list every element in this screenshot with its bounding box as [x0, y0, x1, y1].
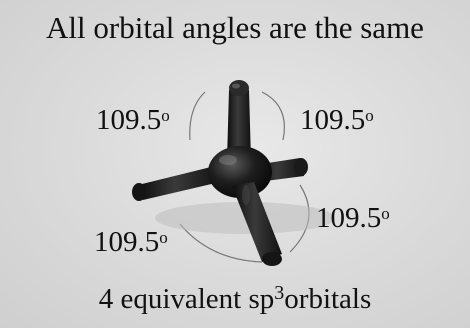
- arc-top-left: [189, 91, 206, 141]
- arm-bottom: [232, 182, 282, 266]
- page-heading: All orbital angles are the same: [46, 10, 424, 45]
- arc-bottom-left: [179, 223, 263, 263]
- angle-label-top-left: 109.5o: [96, 104, 170, 136]
- caption-text: 4 equivalent sp: [98, 283, 275, 315]
- arm-top: [227, 80, 251, 160]
- caption-text-end: orbitals: [284, 283, 372, 315]
- angle-value: 109.5: [96, 104, 162, 136]
- degree-symbol: o: [159, 228, 168, 247]
- angle-value: 109.5: [300, 104, 366, 136]
- degree-symbol: o: [161, 106, 170, 125]
- center-ball: [208, 146, 272, 198]
- angle-label-top-right: 109.5o: [300, 104, 374, 136]
- caption-superscript: 3: [274, 282, 285, 304]
- angle-value: 109.5: [94, 226, 160, 258]
- angle-value: 109.5: [316, 202, 382, 234]
- arc-top-right: [261, 91, 285, 141]
- angle-label-bottom-left: 109.5o: [94, 226, 168, 258]
- degree-symbol: o: [381, 204, 390, 223]
- angle-label-bottom-right: 109.5o: [316, 202, 390, 234]
- caption: 4 equivalent sp3orbitals: [0, 281, 470, 317]
- arm-left: [132, 166, 220, 201]
- degree-symbol: o: [365, 106, 374, 125]
